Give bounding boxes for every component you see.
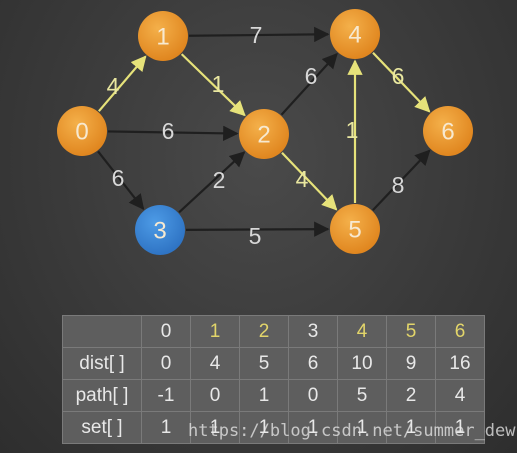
node-2: 2 [239, 109, 289, 159]
node-label-4: 4 [348, 22, 361, 49]
table-cell: 9 [386, 347, 436, 380]
edge-3-5 [185, 221, 330, 237]
node-label-3: 3 [153, 218, 166, 245]
edge-2-4 [280, 52, 338, 116]
dijkstra-table: 0 1 2 3 4 5 6 dist[ ] 0 4 5 6 10 9 16 pa… [62, 315, 485, 444]
node-circle-1 [138, 11, 188, 61]
edge-weight-2-5: 4 [296, 166, 309, 192]
table-col-header: 3 [288, 315, 338, 348]
table-cell: 0 [141, 347, 191, 380]
table-cell: 4 [435, 379, 485, 412]
node-circle-5 [330, 204, 380, 254]
table-cell: 1 [435, 411, 485, 444]
table-row-set: set[ ] 1 1 1 1 1 1 1 [62, 411, 485, 444]
table-header-row: 0 1 2 3 4 5 6 [62, 315, 485, 348]
node-circle-4 [330, 9, 380, 59]
table-col-header: 4 [337, 315, 387, 348]
table-cell: 0 [288, 379, 338, 412]
node-0: 0 [57, 106, 107, 156]
row-label-set: set[ ] [62, 411, 142, 444]
node-label-2: 2 [257, 122, 270, 149]
edge-0-3 [97, 150, 145, 211]
edge-weight-2-4: 6 [305, 63, 318, 89]
table-cell: 1 [141, 411, 191, 444]
table-cell: 1 [190, 411, 240, 444]
edge-5-6 [372, 149, 431, 211]
node-5: 5 [330, 204, 380, 254]
node-circle-3 [135, 205, 185, 255]
node-label-0: 0 [75, 119, 88, 146]
edge-weight-4-6: 6 [392, 63, 405, 89]
table-cell: 5 [337, 379, 387, 412]
edge-1-2 [180, 53, 246, 117]
edge-weight-5-4: 1 [346, 117, 359, 143]
table-col-header: 1 [190, 315, 240, 348]
table-col-header: 0 [141, 315, 191, 348]
node-label-5: 5 [348, 217, 361, 244]
node-circle-2 [239, 109, 289, 159]
table-col-header: 5 [386, 315, 436, 348]
node-1: 1 [138, 11, 188, 61]
table-row-path: path[ ] -1 0 1 0 5 2 4 [62, 379, 485, 412]
edge-weight-5-6: 8 [392, 172, 405, 198]
edge-weight-1-4: 7 [250, 22, 263, 48]
edge-0-1 [98, 55, 147, 112]
table-corner-cell [62, 315, 142, 348]
node-label-6: 6 [441, 119, 454, 146]
node-3: 3 [135, 205, 185, 255]
node-label-1: 1 [156, 24, 169, 51]
edge-4-6 [372, 52, 431, 113]
watermark-url: https://blog.csdn.net/summer_dew [188, 421, 516, 441]
edge-weight-0-2: 6 [162, 118, 175, 144]
edge-weight-1-2: 1 [212, 71, 225, 97]
edge-weight-3-5: 5 [249, 223, 262, 249]
edge-weight-0-1: 4 [107, 73, 120, 99]
table-cell: -1 [141, 379, 191, 412]
table-cell: 6 [288, 347, 338, 380]
table-cell: 1 [239, 379, 289, 412]
table-cell: 1 [386, 411, 436, 444]
edge-2-5 [281, 152, 338, 211]
edge-weight-3-2: 2 [213, 167, 226, 193]
table-cell: 16 [435, 347, 485, 380]
table-col-header: 6 [435, 315, 485, 348]
table-cell: 2 [386, 379, 436, 412]
edge-1-4 [188, 26, 330, 43]
edge-weight-0-3: 6 [112, 165, 125, 191]
node-circle-0 [57, 106, 107, 156]
row-label-dist: dist[ ] [62, 347, 142, 380]
edge-3-2 [178, 151, 246, 214]
node-6: 6 [423, 106, 473, 156]
row-label-path: path[ ] [62, 379, 142, 412]
table-row-dist: dist[ ] 0 4 5 6 10 9 16 [62, 347, 485, 380]
table-cell: 4 [190, 347, 240, 380]
edge-0-2 [107, 125, 239, 142]
node-4: 4 [330, 9, 380, 59]
table-col-header: 2 [239, 315, 289, 348]
table-cell: 5 [239, 347, 289, 380]
table-cell: 0 [190, 379, 240, 412]
node-circle-6 [423, 106, 473, 156]
table-cell: 10 [337, 347, 387, 380]
